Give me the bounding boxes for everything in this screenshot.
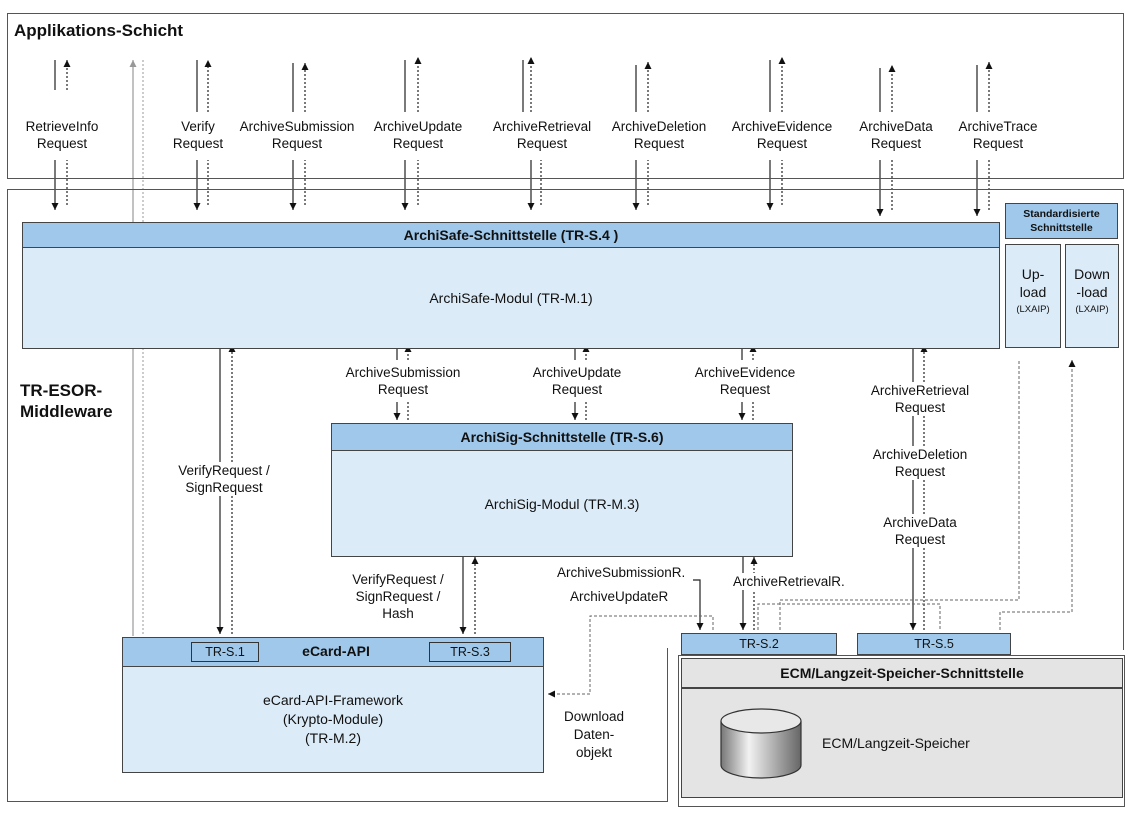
- tr-s1-badge: TR-S.1: [191, 642, 259, 662]
- archisig-interface-bar: ArchiSig-Schnittstelle (TR-S.6): [331, 423, 793, 451]
- archisafe-interface-bar: ArchiSafe-Schnittstelle (TR-S.4 ): [22, 222, 1000, 248]
- ecard-framework-block: eCard-API-Framework(Krypto-Module)(TR-M.…: [122, 666, 544, 773]
- tr-s2-bar: TR-S.2: [681, 633, 837, 655]
- ecard-framework-label: eCard-API-Framework(Krypto-Module)(TR-M.…: [262, 692, 404, 746]
- download-lxaip-box: Down-load (LXAIP): [1065, 244, 1119, 348]
- application-layer-title: Applikations-Schicht: [14, 21, 184, 40]
- archive-update-r-label: ArchiveUpdateR: [570, 589, 669, 604]
- archisig-module-label: ArchiSig-Modul (TR-M.3): [484, 495, 640, 512]
- archisafe-module-block: ArchiSafe-Modul (TR-M.1): [22, 247, 1000, 349]
- tr-s5-bar: TR-S.5: [857, 633, 1011, 655]
- archisig-module-block: ArchiSig-Modul (TR-M.3): [331, 450, 793, 557]
- verify-sign-request-label: VerifyRequest /SignRequest: [162, 462, 286, 496]
- archive-submission-r-label: ArchiveSubmissionR.: [557, 565, 686, 580]
- top-request-arrows: [51, 57, 993, 216]
- ecard-api-title: eCard-API: [302, 643, 370, 659]
- archisafe-module-label: ArchiSafe-Modul (TR-M.1): [429, 290, 593, 306]
- middleware-frame: [7, 189, 1124, 650]
- verify-sign-hash-label: VerifyRequest /SignRequest /Hash: [352, 572, 444, 621]
- tr-s3-badge: TR-S.3: [429, 642, 511, 662]
- middleware-frame-lower: [7, 648, 668, 802]
- ecm-storage-label: ECM/Langzeit-Speicher: [822, 735, 970, 751]
- archive-retrieval-r-label: ArchiveRetrievalR.: [733, 573, 873, 590]
- ecm-interface-bar: ECM/Langzeit-Speicher-Schnittstelle: [681, 658, 1123, 688]
- database-icon: [720, 708, 802, 779]
- application-layer-frame: [7, 13, 1124, 179]
- ecm-frame: [678, 655, 1125, 807]
- upload-lxaip-box: Up-load (LXAIP): [1005, 244, 1061, 348]
- ecard-api-bar: TR-S.1 eCard-API TR-S.3: [122, 637, 544, 667]
- middleware-label: TR-ESOR-Middleware: [20, 381, 113, 421]
